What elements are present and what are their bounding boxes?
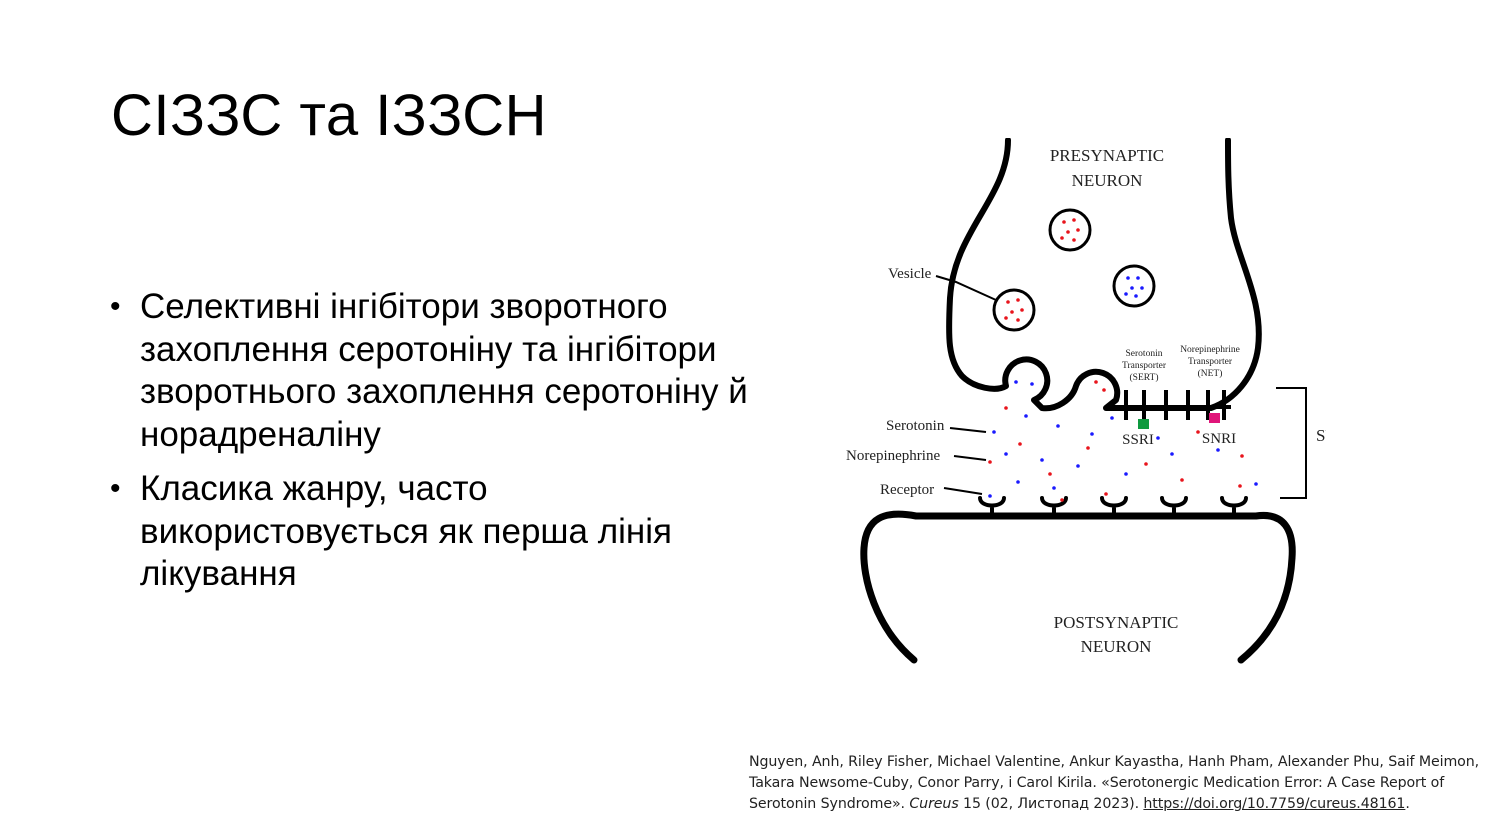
- snri-block: [1209, 413, 1220, 423]
- bullet-dot-icon: •: [110, 472, 121, 505]
- ssri-label: SSRI: [1122, 432, 1154, 448]
- presynaptic-label-2: NEURON: [1072, 171, 1143, 190]
- postsynaptic-label-2: NEURON: [1081, 637, 1152, 656]
- net-label-2: Transporter: [1188, 357, 1233, 367]
- bullet-text: Селективні інгібітори зворотного захопле…: [140, 287, 748, 454]
- norepinephrine-label: Norepinephrine: [846, 448, 940, 464]
- citation-end: .: [1405, 796, 1410, 812]
- sert-label-3: (SERT): [1130, 372, 1159, 383]
- serotonin-label: Serotonin: [886, 418, 945, 434]
- postsynaptic-membrane: [860, 510, 1296, 664]
- bullet-dot-icon: •: [110, 290, 121, 323]
- bullet-item: • Класика жанру, часто використовується …: [110, 468, 770, 596]
- net-label-3: (NET): [1198, 368, 1223, 379]
- bullet-item: • Селективні інгібітори зворотного захоп…: [110, 286, 770, 456]
- presynaptic-label-1: PRESYNAPTIC: [1050, 146, 1164, 165]
- presynaptic-membrane: [946, 138, 1262, 412]
- doi-link[interactable]: https://doi.org/10.7759/cureus.48161: [1143, 796, 1406, 812]
- net-label-1: Norepinephrine: [1180, 345, 1240, 355]
- citation: Nguyen, Anh, Riley Fisher, Michael Valen…: [749, 752, 1489, 815]
- postsynaptic-label-1: POSTSYNAPTIC: [1054, 613, 1179, 632]
- citation-journal: Cureus: [909, 796, 959, 812]
- slide-title: СІЗЗС та ІЗЗСН: [111, 83, 547, 148]
- receptor-label: Receptor: [880, 482, 934, 498]
- citation-volume: 15 (02, Листопад 2023).: [958, 796, 1144, 812]
- sert-label-2: Transporter: [1122, 361, 1167, 371]
- bullet-list: • Селективні інгібітори зворотного захоп…: [110, 286, 770, 608]
- vesicle-label: Vesicle: [888, 266, 932, 282]
- bullet-text: Класика жанру, часто використовується як…: [140, 469, 672, 593]
- citation-text: Nguyen, Anh, Riley Fisher, Michael Valen…: [749, 754, 1480, 812]
- synapse-diagram: PRESYNAPTIC NEURON Vesicle Serotonin Nor…: [836, 138, 1326, 664]
- ssri-block: [1138, 419, 1149, 429]
- synapse-label: SYNAPSE: [1316, 426, 1326, 445]
- snri-label: SNRI: [1202, 431, 1236, 447]
- sert-label-1: Serotonin: [1126, 349, 1163, 359]
